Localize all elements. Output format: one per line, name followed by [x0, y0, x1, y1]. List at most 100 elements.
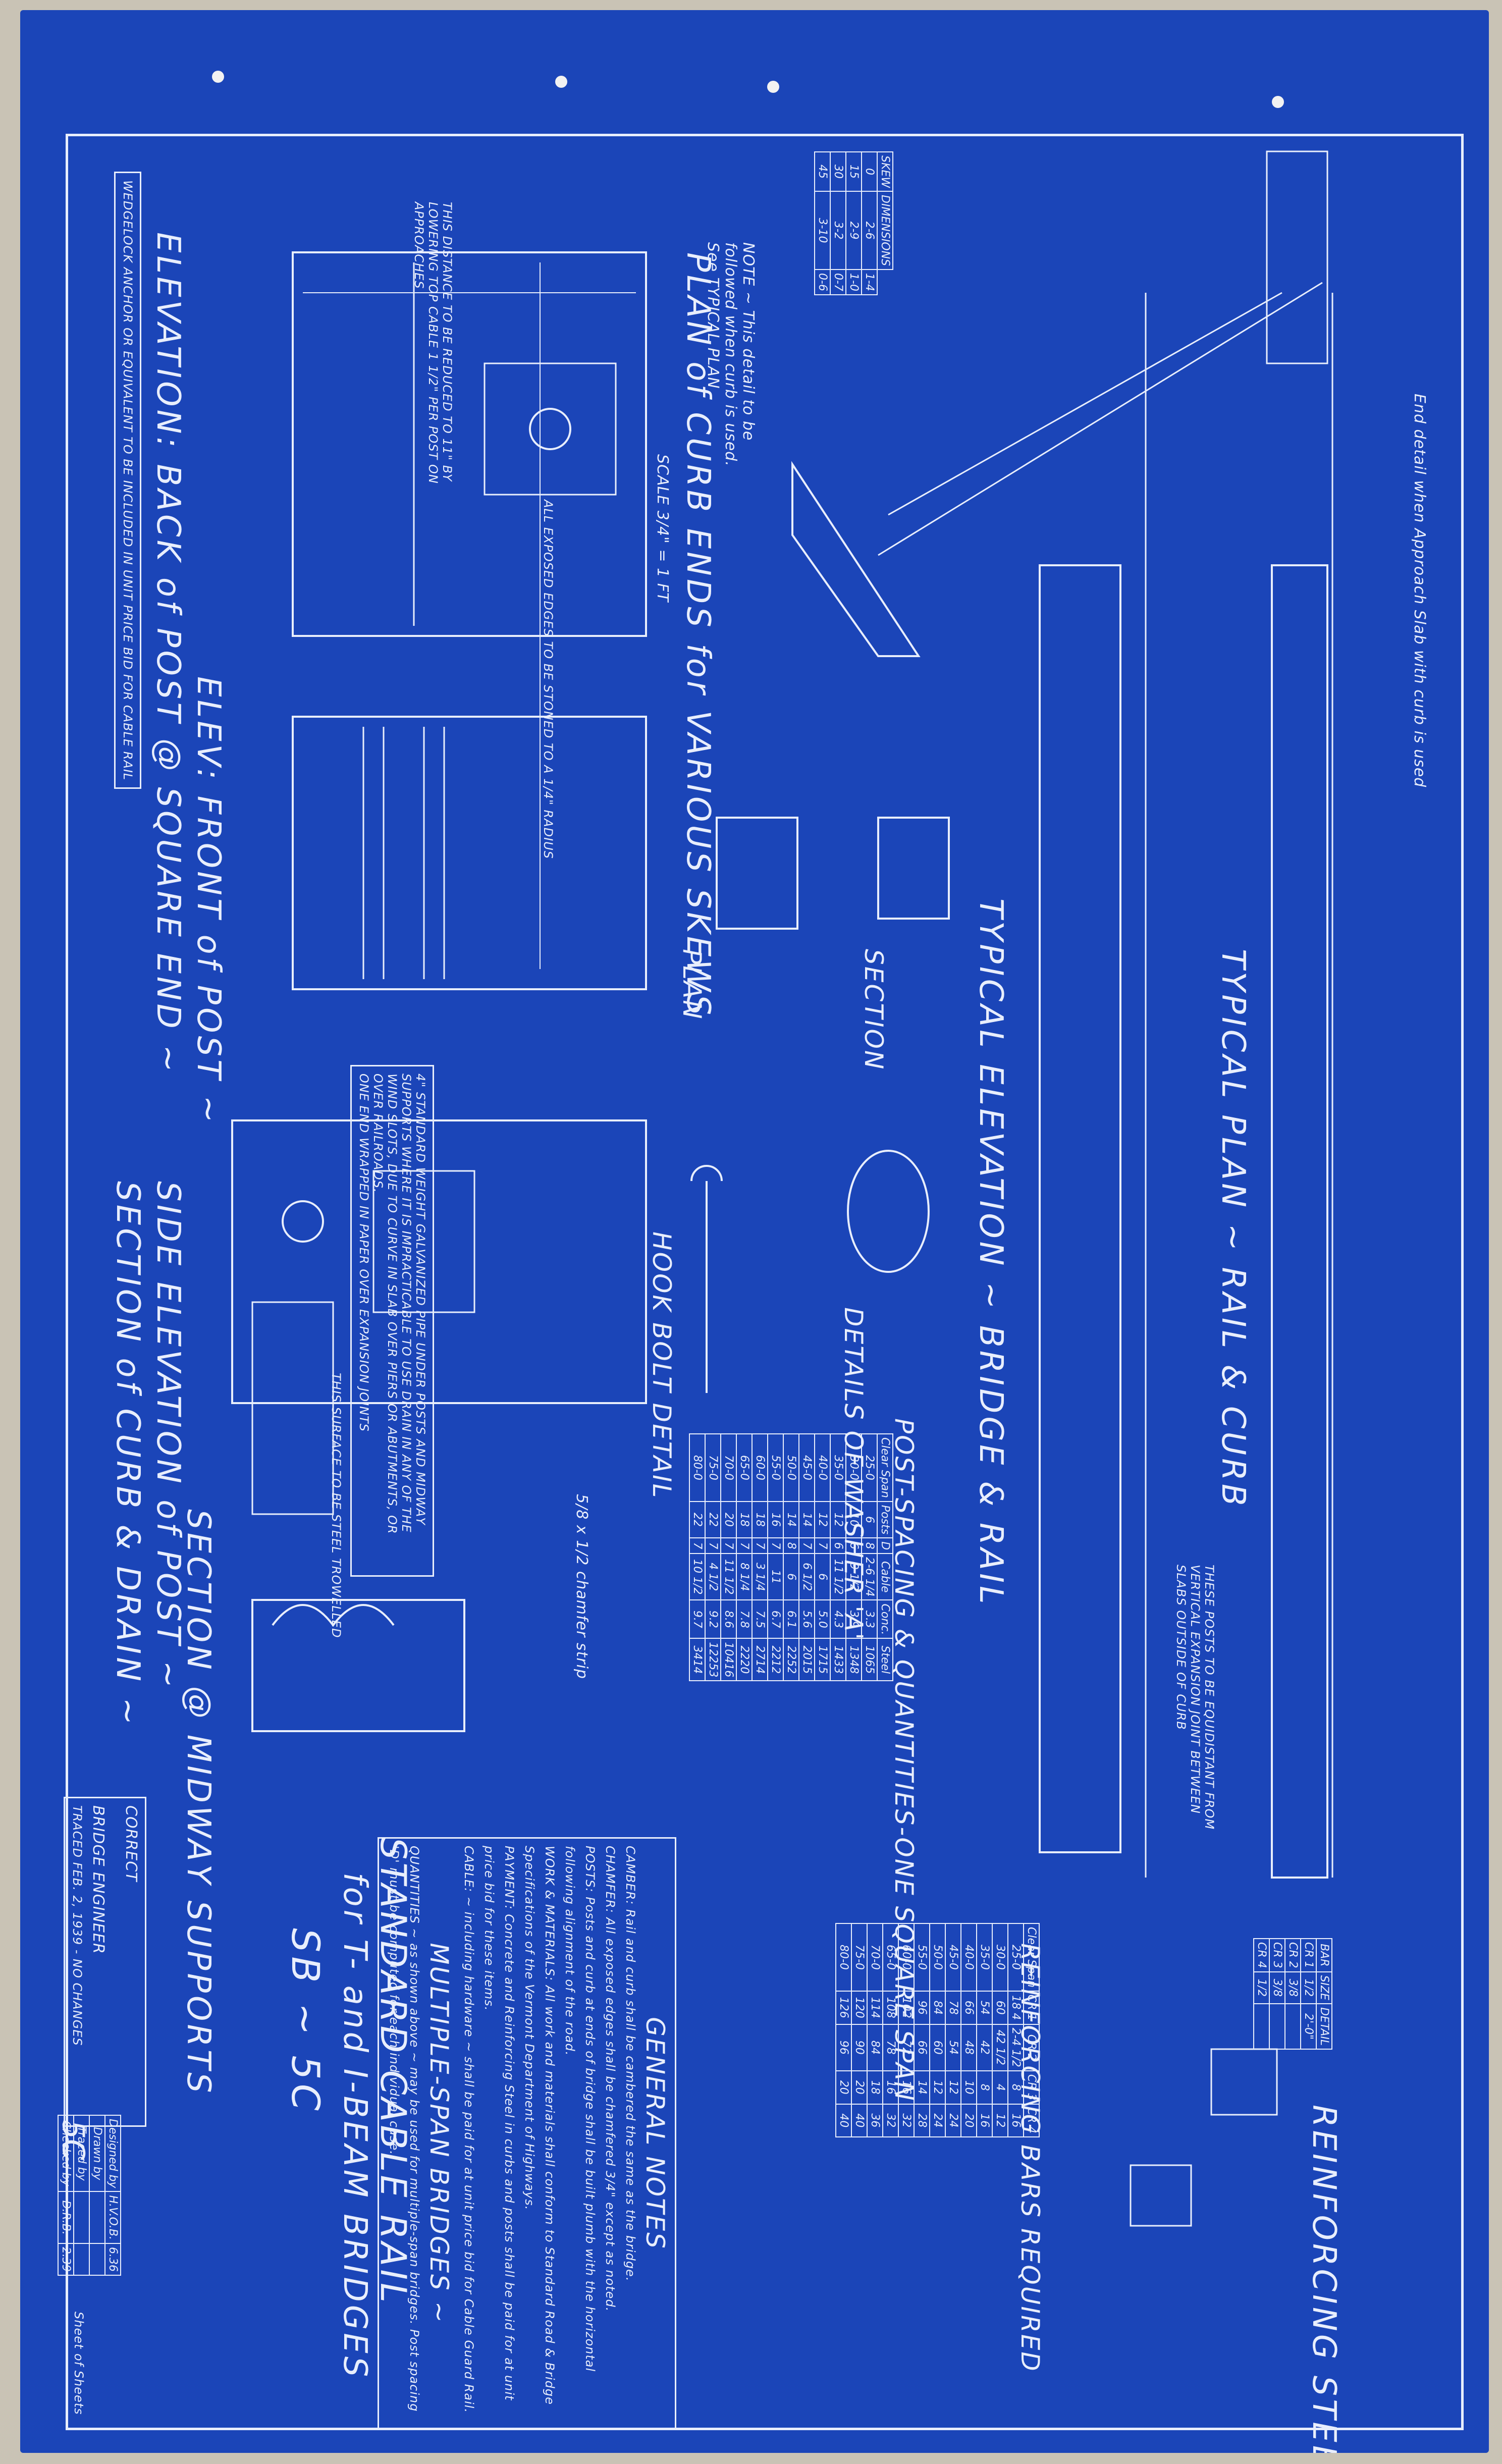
- plan-title: PLAN: [677, 949, 707, 1021]
- table-cell: 25-0: [1008, 1923, 1024, 1991]
- table-cell: 28: [914, 2104, 930, 2137]
- reinforcing-steel-title: REINFORCING STEEL: [1305, 2105, 1343, 2453]
- table-cell: 102: [898, 1991, 914, 2024]
- table-cell: 96: [914, 1991, 930, 2024]
- table-cell: 3/8: [1269, 1971, 1285, 2004]
- column-header: CR 3: [1024, 2070, 1039, 2104]
- table-cell: 6.1: [783, 1600, 799, 1639]
- table-cell: 16: [768, 1501, 783, 1538]
- table-cell: 84: [867, 2024, 883, 2071]
- table-cell: 70-0: [721, 1434, 736, 1502]
- table-cell: 2-6: [862, 191, 877, 270]
- table-cell: 50-0: [930, 1923, 945, 1991]
- table-cell: [1285, 2004, 1301, 2050]
- table-cell: 24: [945, 2104, 961, 2137]
- general-notes-line: POSTS: Posts and curb at ends of bridge …: [563, 1846, 597, 2372]
- table-cell: 48: [961, 2024, 977, 2071]
- general-notes-line: PAYMENT: Concrete and Reinforcing Steel …: [482, 1846, 516, 2401]
- table-cell: 14: [914, 2070, 930, 2104]
- multi-span-heading: MULTIPLE-SPAN BRIDGES ~: [424, 1943, 454, 2324]
- table-cell: 32: [898, 2104, 914, 2137]
- table-cell: 66: [914, 2024, 930, 2071]
- table-cell: [89, 2191, 105, 2243]
- column-header: SKEW: [877, 152, 893, 192]
- table-cell: 7: [721, 1538, 736, 1554]
- table-cell: [74, 2191, 89, 2243]
- table-cell: Drawn by: [89, 2115, 105, 2192]
- drawing-linework: [231, 150, 1333, 2227]
- table-cell: 1433: [830, 1638, 846, 1681]
- table-cell: 3414: [689, 1638, 705, 1681]
- table-cell: 2015: [799, 1638, 815, 1681]
- distance-note: THIS DISTANCE TO BE REDUCED TO 11" BY LO…: [412, 202, 454, 484]
- table-cell: 4.3: [830, 1600, 846, 1639]
- typical-elevation-title: TYPICAL ELEVATION ~ BRIDGE & RAIL: [972, 898, 1009, 1607]
- table-cell: 30: [830, 152, 846, 192]
- table-cell: 7: [752, 1538, 768, 1554]
- table-cell: 55-0: [768, 1434, 783, 1502]
- table-cell: 12: [815, 1501, 830, 1538]
- table-cell: 6: [815, 1554, 830, 1600]
- elevation-back-title: ELEVATION: BACK of POST @ SQUARE END ~: [149, 232, 187, 1075]
- table-cell: 14: [783, 1501, 799, 1538]
- table-cell: CR 4: [1254, 1939, 1269, 1972]
- table-cell: 60-0: [752, 1434, 768, 1502]
- column-header: Clear Span: [877, 1434, 893, 1502]
- table-cell: 108: [883, 1991, 898, 2024]
- wedgelock-note: WEDGELOCK ANCHOR OR EQUIVALENT TO BE INC…: [114, 172, 141, 789]
- table-cell: 6.36: [105, 2243, 121, 2275]
- table-cell: 2252: [783, 1638, 799, 1681]
- table-cell: 75-0: [851, 1923, 867, 1991]
- traced-note: TRACED FEB. 2, 1939 - NO CHANGES: [70, 1805, 84, 2046]
- general-notes-line: CHAMFER: All exposed edges shall be cham…: [603, 1846, 617, 2312]
- table-cell: 22: [705, 1501, 721, 1538]
- table-cell: 10 1/2: [689, 1554, 705, 1600]
- table-cell: 11 1/2: [830, 1554, 846, 1600]
- table-cell: 4: [992, 2070, 1008, 2104]
- table-cell: 9 1/2: [846, 1554, 862, 1600]
- table-cell: 6: [846, 1538, 862, 1554]
- table-cell: 16: [1008, 2104, 1024, 2137]
- table-cell: 2.39: [58, 2243, 74, 2275]
- table-cell: 40: [836, 2104, 851, 2137]
- table-cell: 1-0: [846, 270, 862, 295]
- table-cell: 6.7: [768, 1600, 783, 1639]
- table-cell: 2'-0": [1301, 2004, 1316, 2050]
- table-cell: 0-7: [830, 270, 846, 295]
- punch-hole: [555, 76, 567, 88]
- table-cell: 20: [836, 2070, 851, 2104]
- table-cell: 10416: [721, 1638, 736, 1681]
- table-cell: 2-6 1/4: [862, 1554, 877, 1600]
- table-cell: 3/8: [1285, 1971, 1301, 2004]
- table-cell: 80-0: [836, 1923, 851, 1991]
- table-cell: D.R.B.: [58, 2191, 74, 2243]
- drawing-border: [66, 134, 1464, 2430]
- table-cell: 42: [977, 2024, 992, 2071]
- table-cell: 12: [945, 2070, 961, 2104]
- table-cell: 7: [736, 1538, 752, 1554]
- sheet-number: 5C: [56, 2120, 91, 2161]
- table-cell: 65-0: [883, 1923, 898, 1991]
- table-cell: 78: [883, 2024, 898, 2071]
- table-cell: 2220: [736, 1638, 752, 1681]
- table-cell: 22: [689, 1501, 705, 1538]
- table-cell: 8: [783, 1538, 799, 1554]
- pipe-note-text-2: ONE END WRAPPED IN PAPER OVER EXPANSION …: [357, 1074, 371, 1432]
- table-cell: 10: [961, 2070, 977, 2104]
- table-cell: 3.3: [862, 1600, 877, 1639]
- table-cell: 42 1/2: [992, 2024, 1008, 2071]
- column-header: Posts: [877, 1501, 893, 1538]
- record-row: Drawn by: [89, 2115, 105, 2275]
